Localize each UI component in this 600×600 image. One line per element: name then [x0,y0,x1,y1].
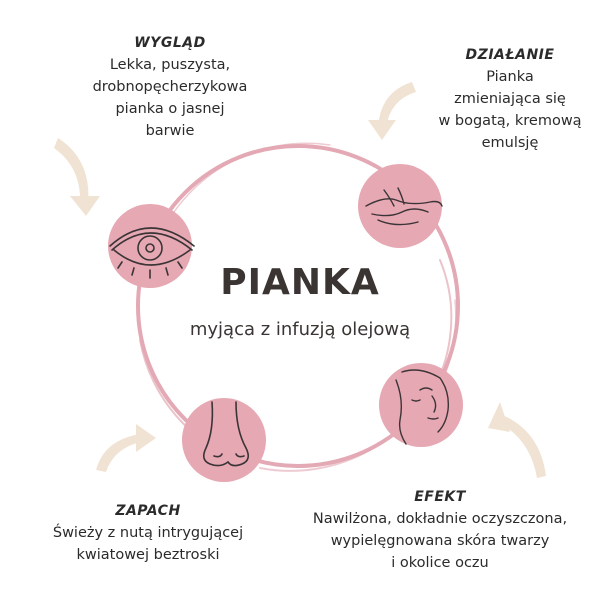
section-line: drobnopęcherzykowa [92,79,248,95]
arrow-top-right [368,82,416,140]
section-line: pianka o jasnej [115,101,225,117]
arrow-top-left [54,138,100,216]
product-subtitle: myjąca z infuzją olejową [180,316,420,344]
section-wyglad: WYGLĄD Lekka, puszysta, drobnopęcherzyko… [70,32,270,142]
face-icon [395,369,450,445]
section-line: kwiatowej beztroski [76,547,220,563]
section-zapach: ZAPACH Świeży z nutą intrygującej kwiato… [28,500,268,566]
section-dzialanie: DZIAŁANIE Pianka zmieniająca się w bogat… [420,44,600,154]
section-line: Świeży z nutą intrygującej [52,525,244,541]
section-line: emulsję [481,135,539,151]
section-line: Nawilżona, dokładnie oczyszczona, [312,511,568,527]
subtitle-line: olejową [341,319,411,340]
hand-icon [365,187,443,226]
section-line: zmieniająca się [454,91,566,107]
section-title: WYGLĄD [134,35,206,51]
section-line: i okolice oczu [391,555,489,571]
eye-circle [108,204,195,288]
face-circle [379,363,463,447]
eye-icon [109,227,195,279]
arrow-bottom-right [488,402,546,478]
section-line: w bogatą, kremową [438,113,582,129]
subtitle-line: myjąca z infuzją [189,319,336,340]
arrows [54,82,546,478]
section-line: Pianka [486,69,534,85]
arrow-bottom-left [96,424,156,472]
hand-circle [358,164,443,248]
section-line: Lekka, puszysta, [109,57,231,73]
section-title: EFEKT [414,489,466,505]
nose-circle [182,398,266,482]
section-line: wypielęgnowana skóra twarzy [330,533,550,549]
section-efekt: EFEKT Nawilżona, dokładnie oczyszczona, … [300,486,580,574]
nose-icon [202,401,250,467]
product-title: PIANKA [220,262,380,303]
section-line: barwie [145,123,195,139]
section-title: ZAPACH [115,503,181,519]
section-title: DZIAŁANIE [465,47,555,63]
